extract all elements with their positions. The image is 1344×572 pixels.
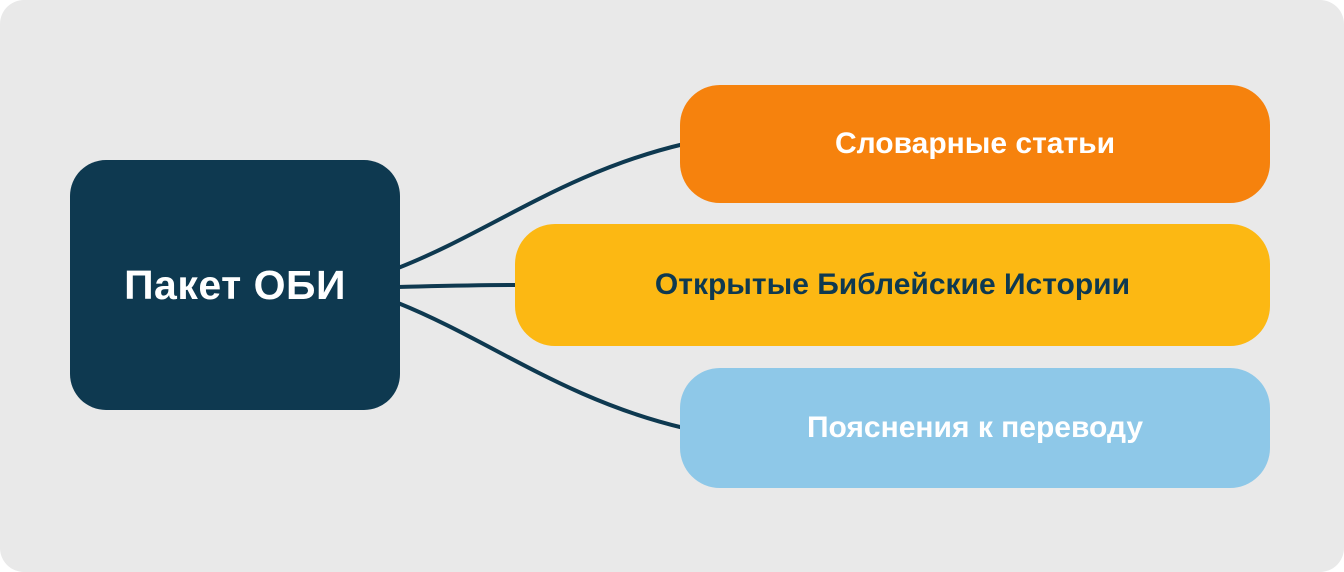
- node-dictionary-entries-label: Словарные статьи: [834, 127, 1116, 160]
- node-open-bible-stories: Открытые Библейские Истории: [515, 224, 1270, 346]
- node-obs-package-root: Пакет ОБИ: [70, 160, 400, 410]
- node-translation-notes-label: Пояснения к переводу: [806, 411, 1144, 444]
- node-open-bible-stories-label: Открытые Библейские Истории: [654, 268, 1131, 301]
- node-translation-notes: Пояснения к переводу: [680, 368, 1270, 488]
- connector-root-to-stories: [396, 283, 521, 289]
- node-dictionary-entries: Словарные статьи: [680, 85, 1270, 203]
- node-obs-package-root-label: Пакет ОБИ: [124, 261, 346, 308]
